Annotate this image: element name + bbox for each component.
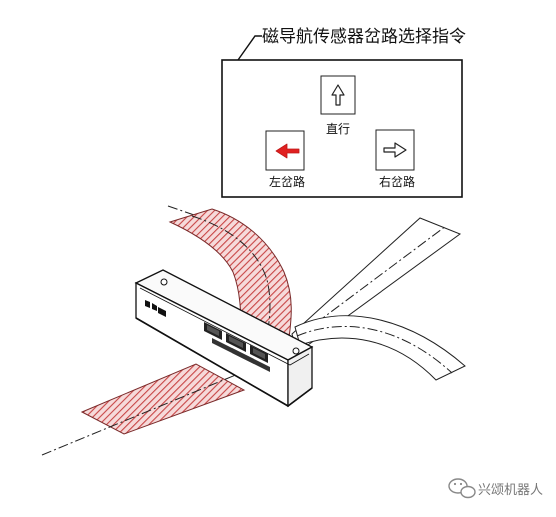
command-straight[interactable]: 直行 (320, 75, 356, 136)
diagram-title: 磁导航传感器岔路选择指令 (262, 27, 466, 47)
arrow-right-icon (383, 142, 407, 158)
sensor-top-edge (139, 287, 310, 366)
command-right-fork[interactable]: 右岔路 (375, 129, 415, 189)
left-fork-label: 左岔路 (269, 174, 305, 189)
magnetic-sensor (134, 269, 314, 408)
lower-magnetic-strip (80, 363, 246, 435)
arrow-left-icon (275, 143, 300, 159)
right-fork-label: 右岔路 (379, 174, 415, 189)
wechat-icon (448, 478, 476, 499)
straight-label: 直行 (326, 122, 350, 136)
watermark: 兴颂机器人 (448, 478, 543, 499)
arrow-up-icon (331, 84, 345, 106)
lower-centerline (41, 373, 239, 456)
mount-hole-left (160, 278, 168, 286)
connector-row (204, 322, 270, 372)
right-lower-centerline (296, 326, 453, 374)
track-layer (41, 205, 466, 456)
sensor-logo (145, 300, 166, 317)
command-left-fork[interactable]: 左岔路 (265, 130, 305, 189)
mount-hole-right (292, 347, 300, 355)
sensor-bottom-edge (135, 317, 313, 407)
strip-curve-centerline (191, 215, 271, 343)
watermark-text: 兴颂机器人 (478, 483, 543, 498)
title-leader-line (237, 35, 262, 61)
right-lower-track (294, 315, 466, 381)
